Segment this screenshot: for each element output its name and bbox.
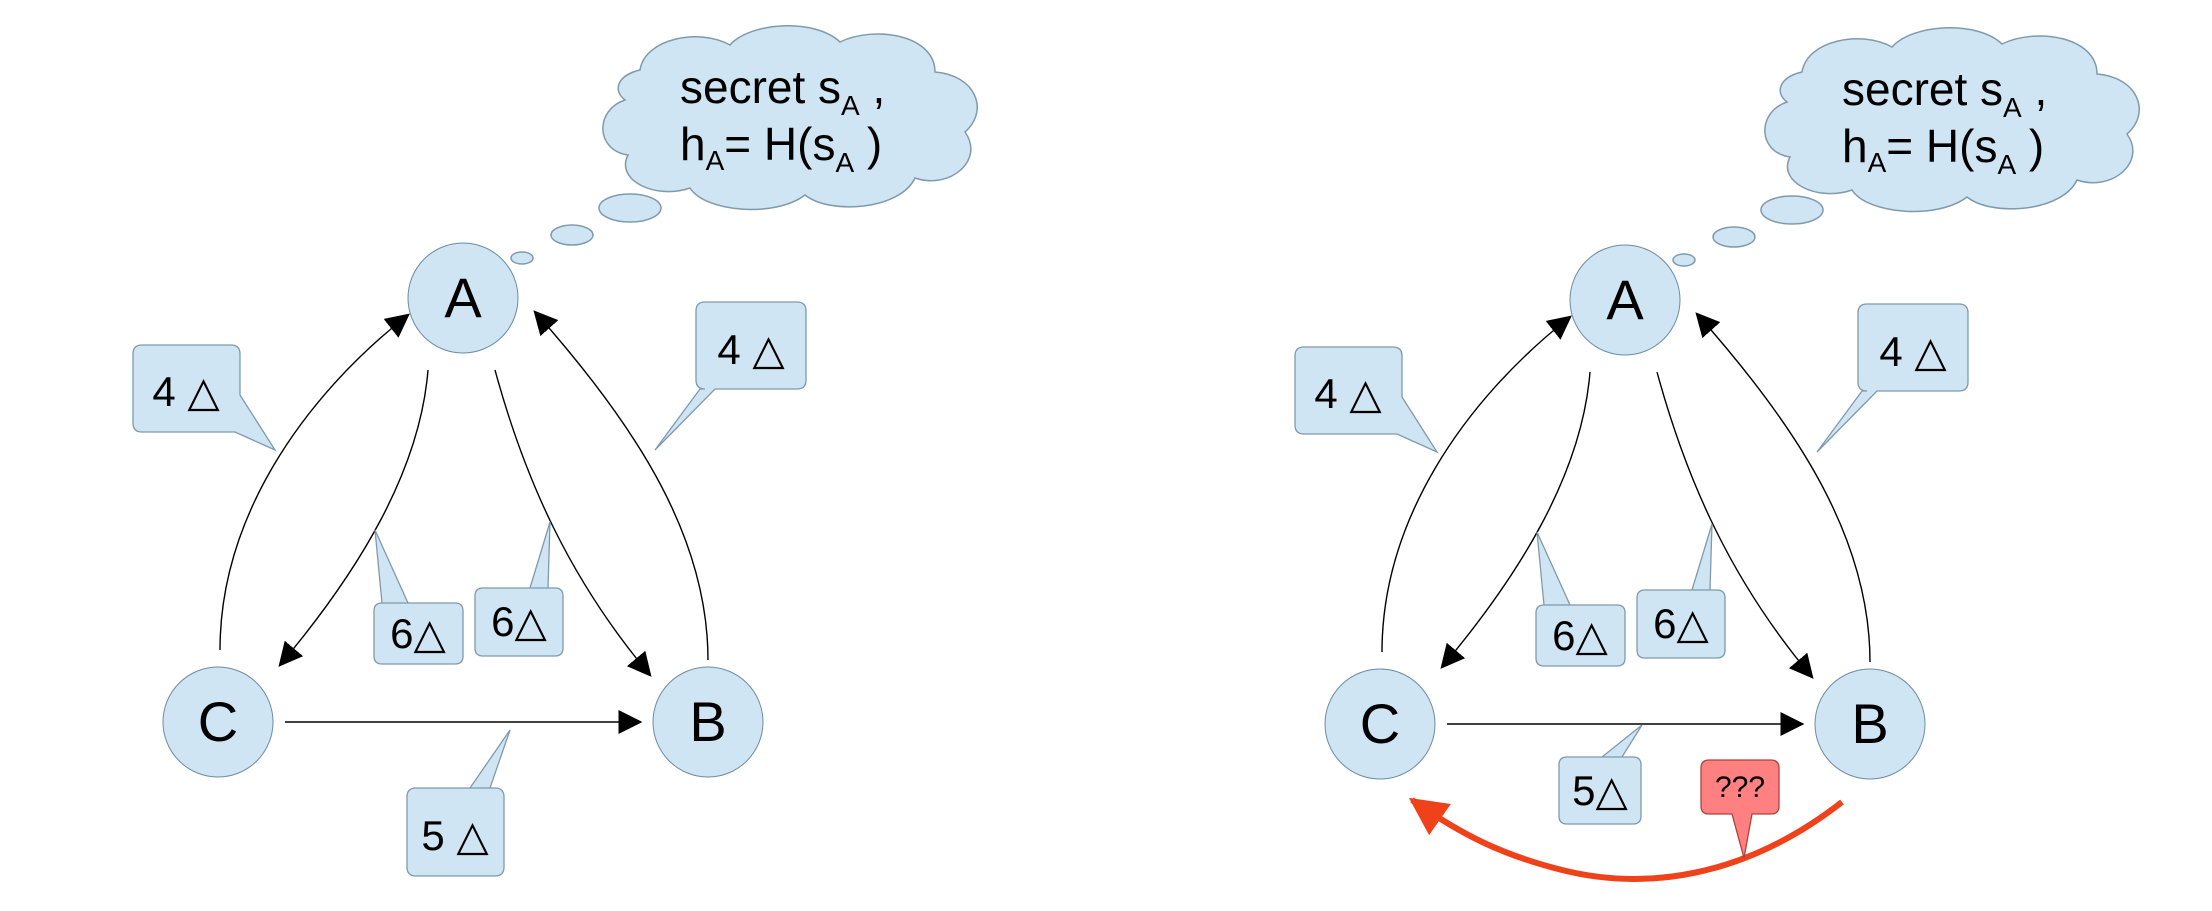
node-b-label: B: [1851, 692, 1888, 755]
callout-a-to-c-amount: 6△: [373, 529, 464, 665]
callout-unknown-amount: ???: [1700, 759, 1780, 859]
thought-dot-small: [510, 251, 534, 265]
callout-c-to-b-amount: 5△: [1558, 724, 1643, 825]
thought-dot-large: [598, 193, 662, 223]
right-diagram: secret sA , hA= H(sA ) A C B 4 △: [1294, 27, 2140, 882]
secret-thought-cloud: secret sA , hA= H(sA ): [1672, 27, 2140, 267]
secret-line-1: secret sA ,: [680, 61, 885, 121]
edge-a-to-b: [1656, 371, 1814, 679]
thought-dot-medium: [1712, 226, 1756, 248]
amount-text: 5 △: [421, 812, 489, 859]
amount-text: 5△: [1572, 767, 1628, 814]
amount-text: 4 △: [717, 326, 785, 373]
edge-a-to-c: [1440, 371, 1591, 669]
callout-c-to-a-amount: 4 △: [1294, 346, 1439, 454]
secret-thought-cloud: secret sA , hA= H(sA ): [510, 25, 978, 265]
secret-line-2: hA= H(sA ): [680, 118, 882, 178]
node-c: C: [1324, 668, 1436, 780]
node-a: A: [407, 242, 519, 354]
amount-text: 4 △: [152, 368, 220, 415]
edge-a-to-b: [494, 369, 652, 677]
edge-c-to-a: [219, 313, 410, 651]
secret-line-1: secret sA ,: [1842, 63, 2047, 123]
callout-c-to-a-amount: 4 △: [132, 344, 277, 452]
callout-b-to-a-amount: 4 △: [654, 301, 807, 451]
node-a-label: A: [444, 266, 482, 329]
cloud-shape: [1764, 27, 2140, 213]
node-c-label: C: [1360, 692, 1400, 755]
node-c-label: C: [198, 690, 238, 753]
amount-text: 6△: [390, 610, 446, 657]
callout-c-to-b-amount: 5 △: [406, 729, 511, 877]
cloud-shape: [602, 25, 978, 211]
edge-b-to-c-unknown: [1408, 797, 1844, 882]
amount-text: 4 △: [1879, 328, 1947, 375]
amount-text: 4 △: [1314, 370, 1382, 417]
edge-b-to-a: [533, 310, 709, 661]
callout-a-to-c-amount: 6△: [1535, 531, 1626, 667]
thought-dot-large: [1760, 195, 1824, 225]
left-diagram: secret sA , hA= H(sA ) A C B 4 △ 4 △: [132, 25, 978, 877]
node-b: B: [1814, 668, 1926, 780]
edge-a-to-c: [278, 369, 429, 667]
amount-text: 6△: [1653, 600, 1709, 647]
node-c: C: [162, 666, 274, 778]
amount-text: 6△: [1552, 612, 1608, 659]
node-a: A: [1569, 244, 1681, 356]
node-b-label: B: [689, 690, 726, 753]
unknown-amount-text: ???: [1715, 771, 1765, 804]
thought-dot-medium: [550, 224, 594, 246]
callout-a-to-b-amount: 6△: [474, 521, 564, 657]
edge-b-to-a: [1695, 312, 1871, 663]
callout-b-to-a-amount: 4 △: [1816, 303, 1969, 453]
node-b: B: [652, 666, 764, 778]
callout-a-to-b-amount: 6△: [1636, 523, 1726, 659]
secret-line-2: hA= H(sA ): [1842, 120, 2044, 180]
edge-c-to-a: [1381, 315, 1572, 653]
thought-dot-small: [1672, 253, 1696, 267]
amount-text: 6△: [491, 598, 547, 645]
node-a-label: A: [1606, 268, 1644, 331]
